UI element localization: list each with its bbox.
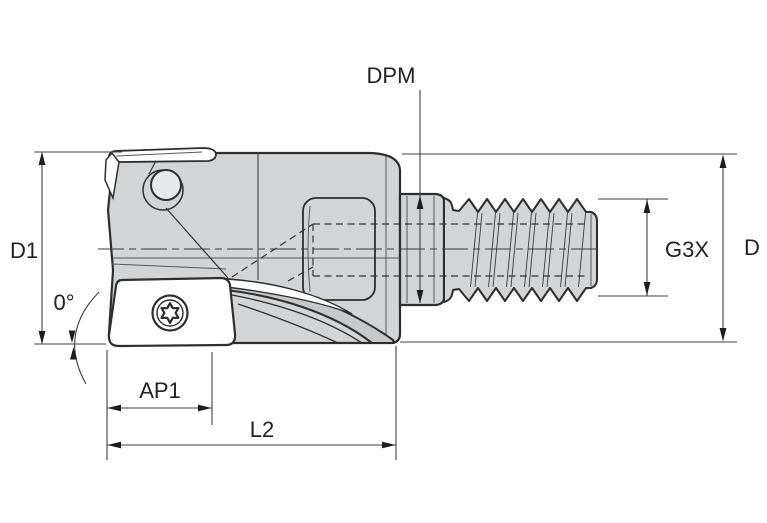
dpm-label: DPM bbox=[367, 63, 416, 88]
ap1-arrow-right bbox=[198, 404, 212, 412]
top-insert-edge bbox=[108, 147, 217, 163]
angle-arrow-up bbox=[70, 347, 77, 360]
hidden-diagonal-1 bbox=[231, 223, 314, 278]
face-slant-line-upper bbox=[148, 160, 157, 175]
dimension-lead-angle: 0° bbox=[53, 290, 100, 385]
l2-arrow-right bbox=[382, 441, 396, 449]
dimension-g3x: G3X bbox=[598, 198, 709, 297]
bottom-insert bbox=[107, 276, 237, 348]
face-slant-line-lower bbox=[165, 207, 229, 279]
dpm-arrow-down bbox=[416, 290, 424, 304]
g3x-arrow-down bbox=[643, 282, 651, 296]
face-edge-line bbox=[111, 263, 227, 270]
lead-angle-label: 0° bbox=[53, 290, 74, 315]
d-label: D bbox=[744, 235, 760, 260]
d-arrow-down bbox=[719, 328, 727, 342]
l2-label: L2 bbox=[250, 417, 274, 442]
clamp-screw bbox=[150, 169, 182, 201]
top-insert-inner-line bbox=[115, 151, 203, 157]
g3x-arrow-up bbox=[643, 199, 651, 213]
flute-arc-1 bbox=[231, 294, 363, 344]
d1-arrow-up bbox=[38, 151, 46, 165]
hidden-lines bbox=[231, 223, 588, 282]
dimension-d: D bbox=[400, 153, 760, 343]
dimension-d1: D1 bbox=[10, 151, 122, 345]
thread-flank-lines bbox=[470, 212, 586, 288]
g3x-label: G3X bbox=[665, 237, 709, 262]
flute-arc-2 bbox=[237, 303, 339, 344]
d-arrow-up bbox=[719, 154, 727, 168]
torx-star bbox=[160, 302, 180, 324]
dimension-dpm: DPM bbox=[367, 63, 424, 304]
dimension-ap1: AP1 bbox=[107, 352, 213, 425]
d1-label: D1 bbox=[10, 238, 38, 263]
insert-seat-face bbox=[225, 278, 353, 315]
screw-head-inner bbox=[156, 299, 184, 327]
screw-head-outer bbox=[151, 294, 189, 332]
d1-arrow-down bbox=[38, 331, 46, 345]
insert-body bbox=[107, 276, 237, 348]
angle-arc bbox=[74, 291, 100, 385]
ap1-label: AP1 bbox=[139, 378, 181, 403]
dpm-arrow-up bbox=[416, 195, 424, 209]
angle-arrow-down bbox=[68, 330, 76, 343]
torx-screw-icon bbox=[151, 294, 189, 332]
l2-arrow-left bbox=[107, 441, 121, 449]
flute bbox=[225, 278, 395, 344]
ap1-arrow-left bbox=[107, 404, 121, 412]
hidden-diagonal-2 bbox=[287, 266, 314, 282]
thread-silhouette bbox=[443, 197, 598, 303]
front-corner-facet bbox=[104, 151, 120, 201]
dimension-l2: L2 bbox=[106, 346, 397, 460]
